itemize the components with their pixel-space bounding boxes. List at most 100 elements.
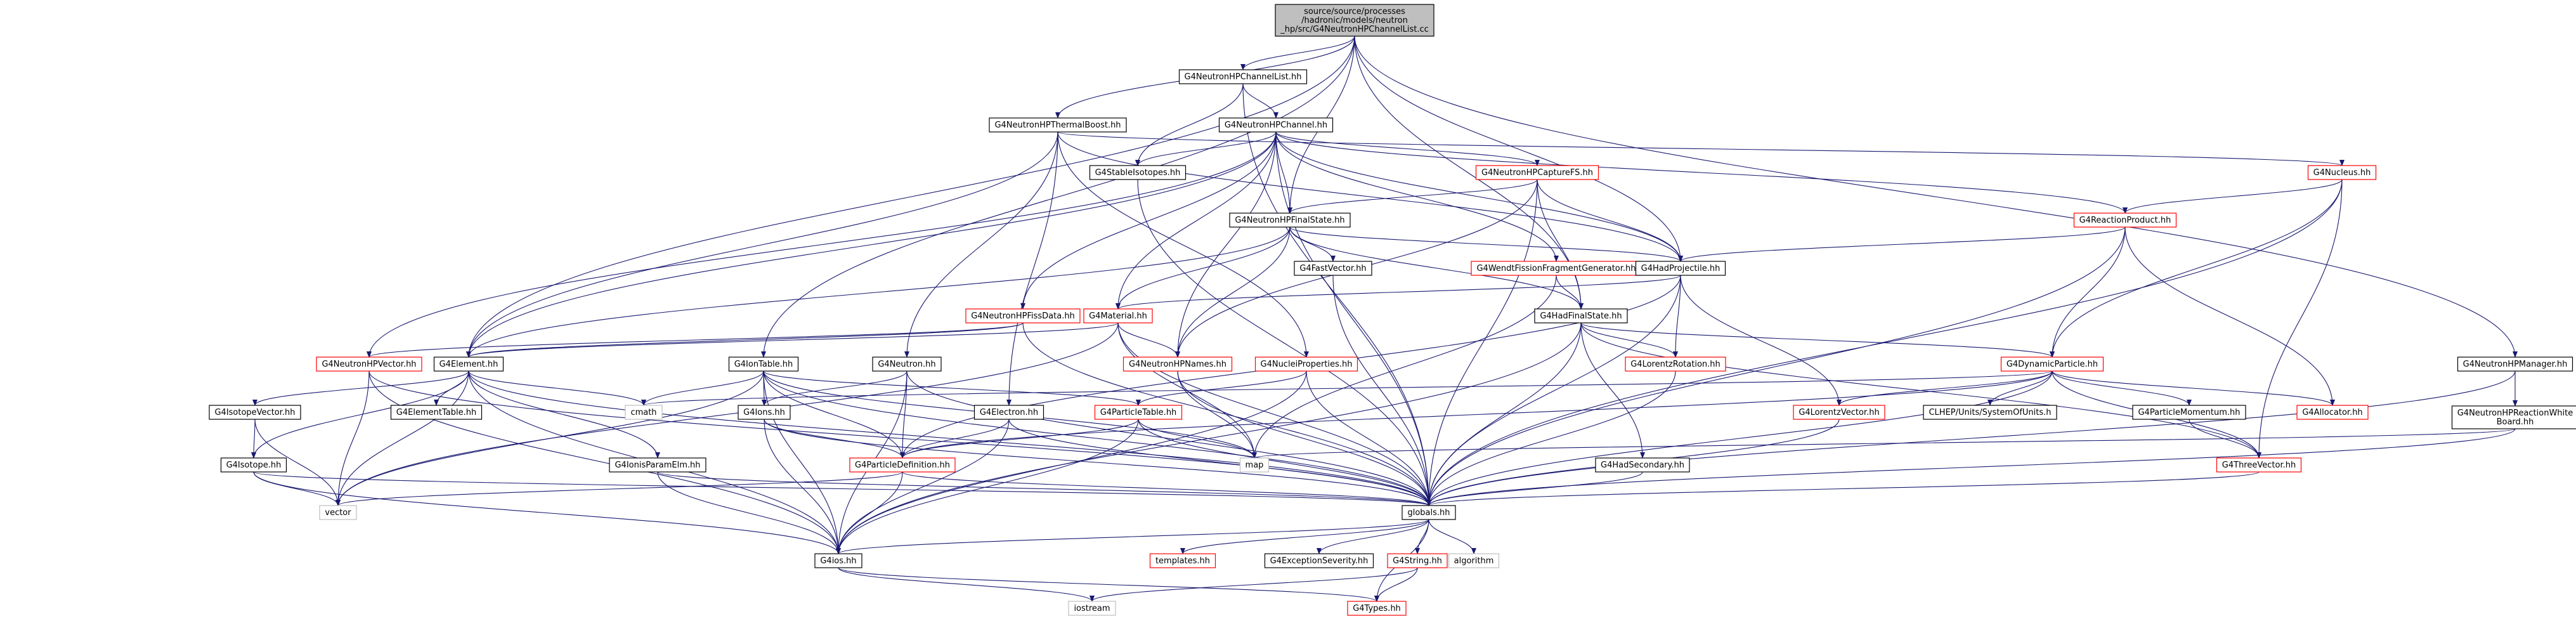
node-vector[interactable]: vector bbox=[319, 505, 357, 520]
node-chlist[interactable]: G4NeutronHPChannelList.hh bbox=[1178, 69, 1308, 84]
edge-finalstate-to-hpnames bbox=[1175, 226, 1291, 358]
node-lorentzvec[interactable]: G4LorentzVector.hh bbox=[1793, 405, 1885, 420]
node-element[interactable]: G4Element.hh bbox=[433, 356, 504, 372]
node-label-root: source/source/processes bbox=[1304, 7, 1405, 16]
node-box-element bbox=[433, 356, 504, 372]
node-isovector[interactable]: G4IsotopeVector.hh bbox=[209, 405, 301, 420]
node-partdef[interactable]: G4ParticleDefinition.hh bbox=[849, 457, 956, 473]
edge-element-to-ionparam bbox=[468, 370, 660, 459]
edge-fastvector-to-globals bbox=[1332, 275, 1431, 506]
node-root[interactable]: source/source/processes/hadronic/models/… bbox=[1275, 4, 1434, 37]
node-finalstate[interactable]: G4NeutronHPFinalState.hh bbox=[1229, 212, 1351, 228]
node-label-ions: G4Ions.hh bbox=[743, 408, 785, 417]
node-box-nuclprop bbox=[1254, 356, 1358, 372]
node-exception[interactable]: G4ExceptionSeverity.hh bbox=[1264, 553, 1374, 568]
node-allocator[interactable]: G4Allocator.hh bbox=[2296, 405, 2369, 420]
node-box-isotope bbox=[220, 457, 287, 473]
edge-nuclprop-to-parttable bbox=[1136, 370, 1307, 406]
edge-whiteboard-to-map bbox=[1252, 428, 2516, 459]
edge-iontable-to-vector bbox=[335, 370, 764, 506]
node-cmath[interactable]: cmath bbox=[625, 405, 663, 420]
edge-chlist-to-stableiso bbox=[1135, 83, 1244, 166]
node-wendt[interactable]: G4WendtFissionFragmentGenerator.hh bbox=[1471, 261, 1642, 276]
node-stableiso[interactable]: G4StableIsotopes.hh bbox=[1089, 165, 1187, 180]
edge-capturefs-to-hadfinal bbox=[1537, 179, 1584, 310]
node-hpmanager[interactable]: G4NeutronHPManager.hh bbox=[2457, 356, 2573, 372]
node-iostream[interactable]: iostream bbox=[1068, 601, 1116, 616]
edge-hadfinal-to-lorentzrot bbox=[1580, 322, 1678, 358]
node-channel[interactable]: G4NeutronHPChannel.hh bbox=[1218, 117, 1334, 133]
node-reactionprod[interactable]: G4ReactionProduct.hh bbox=[2073, 212, 2177, 228]
edge-hadproj-to-lorentzvec bbox=[1680, 275, 1842, 406]
node-label-dynpart: G4DynamicParticle.hh bbox=[2007, 360, 2098, 369]
node-templates[interactable]: templates.hh bbox=[1149, 553, 1216, 568]
node-electron[interactable]: G4Electron.hh bbox=[973, 405, 1044, 420]
edge-thermal-to-neutron bbox=[904, 131, 1058, 358]
node-hadproj[interactable]: G4HadProjectile.hh bbox=[1635, 261, 1726, 276]
node-map[interactable]: map bbox=[1239, 457, 1270, 473]
node-label-lorentzrot: G4LorentzRotation.hh bbox=[1630, 360, 1721, 369]
node-ions[interactable]: G4Ions.hh bbox=[738, 405, 791, 420]
node-box-g4string bbox=[1387, 553, 1448, 568]
edge-g4string-to-g4types bbox=[1374, 567, 1418, 602]
node-box-globals bbox=[1402, 505, 1456, 520]
node-g4types[interactable]: G4Types.hh bbox=[1347, 601, 1407, 616]
node-nucleus[interactable]: G4Nucleus.hh bbox=[2307, 165, 2377, 180]
node-material[interactable]: G4Material.hh bbox=[1083, 308, 1153, 324]
node-fastvector[interactable]: G4FastVector.hh bbox=[1294, 261, 1372, 276]
node-capturefs[interactable]: G4NeutronHPCaptureFS.hh bbox=[1475, 165, 1599, 180]
node-nuclprop[interactable]: G4NucleiProperties.hh bbox=[1254, 356, 1358, 372]
node-globals[interactable]: globals.hh bbox=[1402, 505, 1456, 520]
node-neutron[interactable]: G4Neutron.hh bbox=[872, 356, 942, 372]
edge-finalstate-to-hadfinal bbox=[1289, 226, 1584, 310]
node-ionparam[interactable]: G4IonisParamElm.hh bbox=[609, 457, 706, 473]
node-partmom[interactable]: G4ParticleMomentum.hh bbox=[2132, 405, 2246, 420]
node-clhepunits[interactable]: CLHEP/Units/SystemOfUnits.h bbox=[1923, 405, 2057, 420]
node-iontable[interactable]: G4IonTable.hh bbox=[728, 356, 799, 372]
node-g4ios[interactable]: G4ios.hh bbox=[814, 553, 862, 568]
edge-element-to-vector bbox=[335, 370, 469, 506]
node-box-clhepunits bbox=[1923, 405, 2057, 420]
node-label-neutron: G4Neutron.hh bbox=[878, 360, 935, 369]
edge-material-to-hpnames bbox=[1117, 322, 1180, 358]
node-box-g4ios bbox=[814, 553, 862, 568]
node-hadfinal[interactable]: G4HadFinalState.hh bbox=[1534, 308, 1628, 324]
edge-channel-to-stableiso bbox=[1135, 131, 1277, 166]
node-elemtable[interactable]: G4ElementTable.hh bbox=[390, 405, 483, 420]
node-label-fastvector: G4FastVector.hh bbox=[1299, 264, 1366, 273]
edge-iontable-to-g4ios bbox=[763, 370, 841, 554]
edge-capturefs-to-finalstate bbox=[1287, 179, 1538, 214]
node-algorithm[interactable]: algorithm bbox=[1448, 553, 1500, 568]
node-hpvector[interactable]: G4NeutronHPVector.hh bbox=[316, 356, 422, 372]
edge-electron-to-partdef bbox=[900, 419, 1010, 459]
node-dynpart[interactable]: G4DynamicParticle.hh bbox=[2000, 356, 2104, 372]
node-label-exception: G4ExceptionSeverity.hh bbox=[1270, 556, 1369, 566]
node-isotope[interactable]: G4Isotope.hh bbox=[220, 457, 287, 473]
node-lorentzrot[interactable]: G4LorentzRotation.hh bbox=[1625, 356, 1726, 372]
node-box-cmath bbox=[625, 405, 663, 420]
nodes-layer: source/source/processes/hadronic/models/… bbox=[209, 4, 2576, 616]
node-box-partdef bbox=[849, 457, 956, 473]
edge-threevec-to-globals bbox=[1426, 471, 2260, 506]
edge-chlist-to-channel bbox=[1242, 83, 1278, 119]
node-box-g4types bbox=[1347, 601, 1407, 616]
edge-iontable-to-parttable bbox=[763, 370, 1141, 406]
edge-root-to-hpmanager bbox=[1354, 36, 2518, 358]
edge-channel-to-globals bbox=[1275, 131, 1431, 506]
edge-ions-to-globals bbox=[764, 419, 1431, 506]
node-hadsecondary[interactable]: G4HadSecondary.hh bbox=[1595, 457, 1690, 473]
node-parttable[interactable]: G4ParticleTable.hh bbox=[1094, 405, 1183, 420]
node-hpnames[interactable]: G4NeutronHPNames.hh bbox=[1122, 356, 1233, 372]
node-box-fissdata bbox=[965, 308, 1081, 324]
edge-reactionprod-to-allocator bbox=[2124, 226, 2335, 406]
edge-electron-to-globals bbox=[1008, 419, 1431, 506]
node-box-material bbox=[1083, 308, 1153, 324]
node-threevec[interactable]: G4ThreeVector.hh bbox=[2216, 457, 2302, 473]
node-g4string[interactable]: G4String.hh bbox=[1387, 553, 1448, 568]
edge-g4string-to-iostream bbox=[1090, 567, 1418, 602]
node-fissdata[interactable]: G4NeutronHPFissData.hh bbox=[965, 308, 1081, 324]
node-box-chlist bbox=[1178, 69, 1308, 84]
node-thermal[interactable]: G4NeutronHPThermalBoost.hh bbox=[989, 117, 1127, 133]
edge-isotope-to-globals bbox=[253, 471, 1431, 506]
